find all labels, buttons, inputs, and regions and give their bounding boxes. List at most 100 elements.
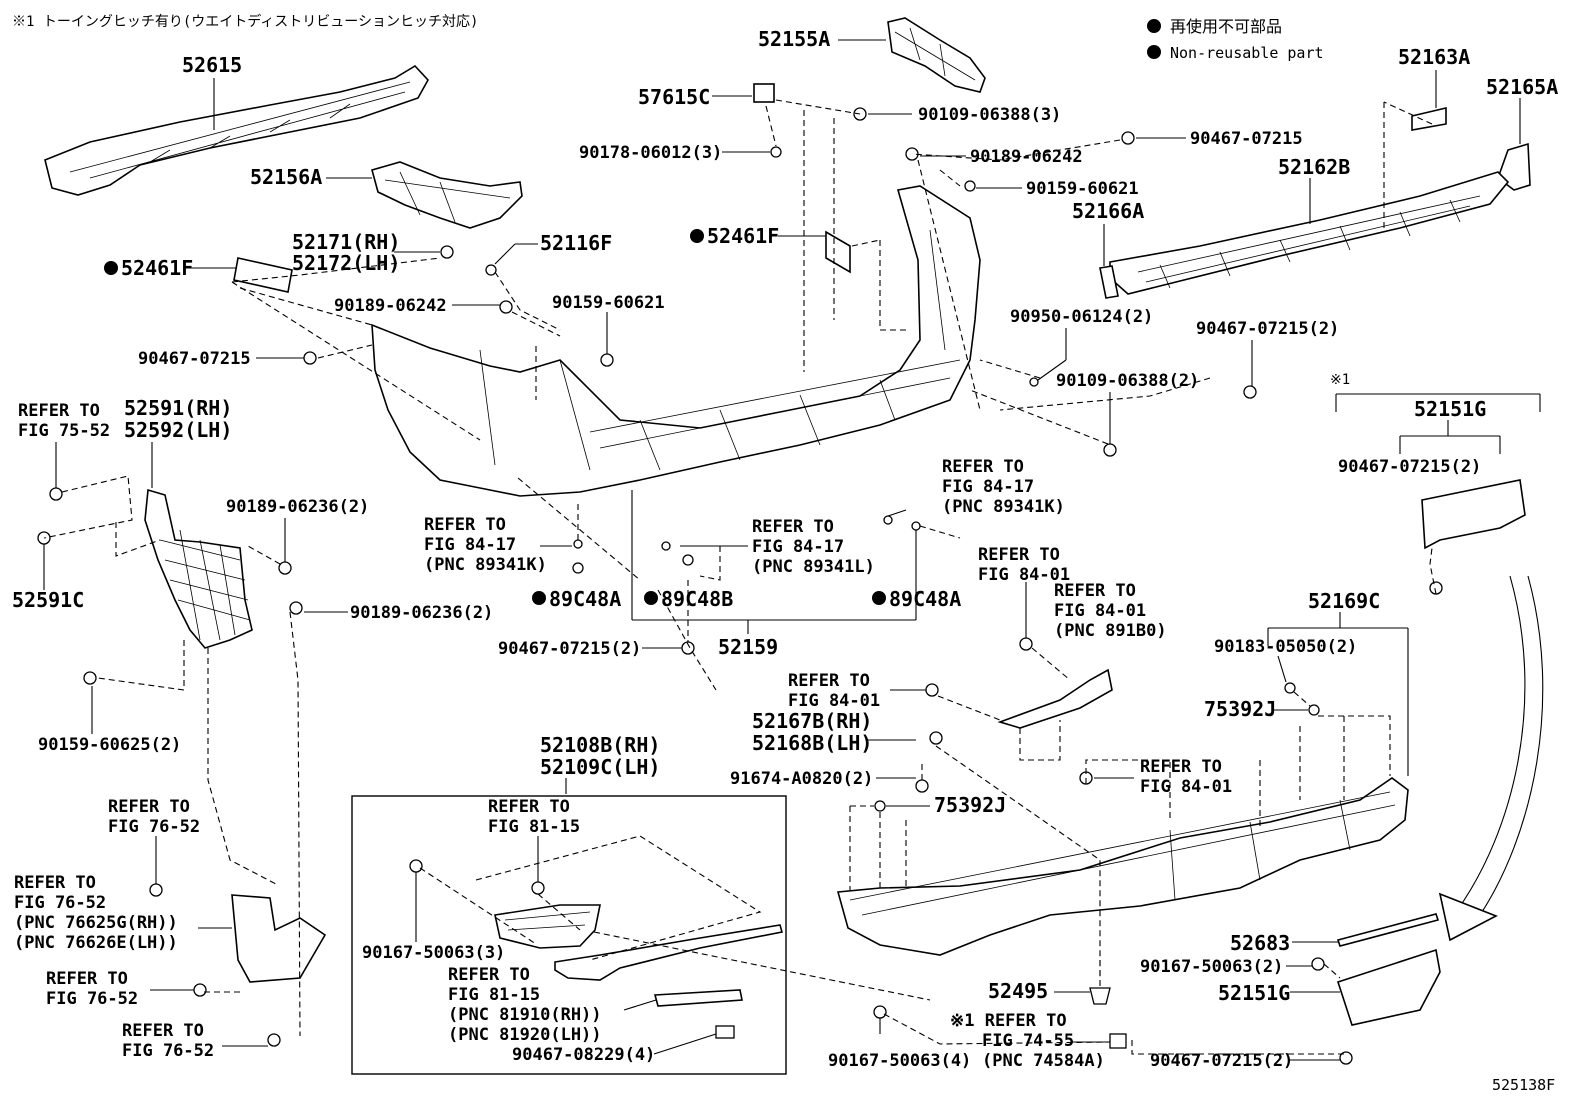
clip-icon [770, 146, 782, 158]
assembly-arrow-head [1438, 892, 1498, 942]
part-52495-drawing [1089, 987, 1111, 1005]
label-52168B: 52168B(LH) [752, 731, 872, 755]
bolt-icon [1103, 443, 1117, 457]
label-52591: 52591(RH) [124, 396, 232, 420]
label-fig-76-52: FIG 76-52 [122, 1041, 214, 1061]
label-fig-76-52: FIG 76-52 [14, 893, 106, 913]
label-90167-50063-4: 90167-50063(4) [828, 1051, 971, 1071]
label-fig-84-01: FIG 84-01 [978, 565, 1070, 585]
label-89C48A-right: 89C48A [889, 587, 961, 611]
label-52461F-center: 52461F [707, 224, 779, 248]
label-52109C: 52109C(LH) [540, 755, 660, 779]
label-90109-06388-3: 90109-06388(3) [918, 105, 1061, 125]
label-52172: 52172(LH) [292, 251, 400, 275]
label-fig-81-15: FIG 81-15 [488, 817, 580, 837]
non-reusable-dot-icon [1147, 45, 1161, 59]
clip-icon [440, 245, 454, 259]
part-molding-small-drawing [653, 989, 743, 1007]
label-52108B: 52108B(RH) [540, 733, 660, 757]
non-reusable-dot-icon [1147, 19, 1161, 33]
label-refer-to: REFER TO [788, 671, 870, 691]
label-pnc-74584a: (PNC 74584A) [982, 1051, 1105, 1071]
non-reusable-dot-icon [532, 591, 546, 605]
label-52495: 52495 [988, 979, 1048, 1003]
label-52155A: 52155A [758, 27, 830, 51]
label-fig-84-17: FIG 84-17 [752, 537, 844, 557]
label-90183-05050: 90183-05050(2) [1214, 637, 1357, 657]
bolt-icon [531, 881, 545, 895]
label-52461F-left: 52461F [121, 256, 193, 280]
label-52159: 52159 [718, 635, 778, 659]
label-pnc-89341k: (PNC 89341K) [424, 555, 547, 575]
label-pnc-89341l: (PNC 89341L) [752, 557, 875, 577]
label-52167B: 52167B(RH) [752, 709, 872, 733]
label-fig-74-55: FIG 74-55 [982, 1031, 1074, 1051]
non-reusable-dot-icon [104, 261, 118, 275]
label-52156A: 52156A [250, 165, 322, 189]
clip-icon [485, 264, 497, 276]
part-labels: 52615 52155A 57615C 90109-06388(3) 90178… [12, 27, 1558, 1094]
label-90189-06236-upper: 90189-06236(2) [226, 497, 369, 517]
non-reusable-dot-icon [690, 229, 704, 243]
clip-icon [1019, 637, 1033, 651]
part-52166A-drawing [1099, 265, 1119, 299]
label-52151G-upper: 52151G [1414, 397, 1486, 421]
label-refer-to: REFER TO [122, 1021, 204, 1041]
label-refer-to-hitch: ※1 REFER TO [950, 1011, 1067, 1031]
bolt-icon [1121, 131, 1135, 145]
label-mark-1: ※1 [1330, 372, 1350, 388]
label-fig-84-17: FIG 84-17 [942, 477, 1034, 497]
figure-code: 525138F [1492, 1076, 1555, 1094]
label-57615C: 57615C [638, 85, 710, 109]
part-molding-drawing [554, 924, 784, 981]
label-90467-07215-2-bottom: 90467-07215(2) [1150, 1051, 1293, 1071]
label-fig-84-01: FIG 84-01 [1140, 777, 1232, 797]
label-52169C: 52169C [1308, 589, 1380, 613]
label-91674-A0820: 91674-A0820(2) [730, 769, 873, 789]
bolt-icon [267, 1033, 281, 1047]
part-52461F-center-drawing [825, 230, 851, 274]
bolt-icon [1311, 957, 1325, 971]
part-57615C-drawing [753, 83, 775, 103]
label-52163A: 52163A [1398, 45, 1470, 69]
bolt-icon [964, 180, 976, 192]
clip-icon [661, 541, 671, 551]
label-52162B: 52162B [1278, 155, 1350, 179]
part-52461F-left-drawing [233, 257, 293, 293]
label-fig-84-01: FIG 84-01 [1054, 601, 1146, 621]
bolt-icon [925, 683, 939, 697]
label-refer-to: REFER TO [424, 515, 506, 535]
non-reusable-dot-icon [872, 591, 886, 605]
part-52108B-drawing [494, 904, 601, 949]
label-90159-60625: 90159-60625(2) [38, 735, 181, 755]
bolt-icon [929, 731, 943, 745]
label-fig-76-52: FIG 76-52 [46, 989, 138, 1009]
label-fig-81-15: FIG 81-15 [448, 985, 540, 1005]
assembly-arrow [1455, 575, 1526, 913]
part-52591-drawing [144, 488, 253, 649]
label-52151G-lower: 52151G [1218, 981, 1290, 1005]
label-90467-07215-2-right: 90467-07215(2) [1196, 319, 1339, 339]
label-90467-07215-2-hitch: 90467-07215(2) [1338, 457, 1481, 477]
legend-jp: 再使用不可部品 [1170, 17, 1282, 36]
bolt-icon [278, 561, 292, 575]
label-90178-06012: 90178-06012(3) [579, 143, 722, 163]
bolt-icon [915, 779, 929, 793]
clip-icon [682, 554, 694, 566]
label-90189-06242-top: 90189-06242 [970, 147, 1083, 167]
label-refer-to: REFER TO [108, 797, 190, 817]
label-pnc-81910: (PNC 81910(RH)) [448, 1005, 602, 1025]
label-refer-to: REFER TO [46, 969, 128, 989]
label-90467-08229: 90467-08229(4) [512, 1045, 655, 1065]
label-52171: 52171(RH) [292, 230, 400, 254]
label-refer-to: REFER TO [942, 457, 1024, 477]
clip-icon [1109, 1033, 1127, 1049]
clip-icon [1029, 377, 1039, 387]
clip-icon [572, 562, 584, 574]
part-52615-drawing [44, 64, 429, 196]
label-52591C: 52591C [12, 588, 84, 612]
clip-icon [874, 800, 886, 812]
bolt-icon [193, 983, 207, 997]
label-pnc-81920: (PNC 81920(LH)) [448, 1025, 602, 1045]
label-refer-to: REFER TO [752, 517, 834, 537]
